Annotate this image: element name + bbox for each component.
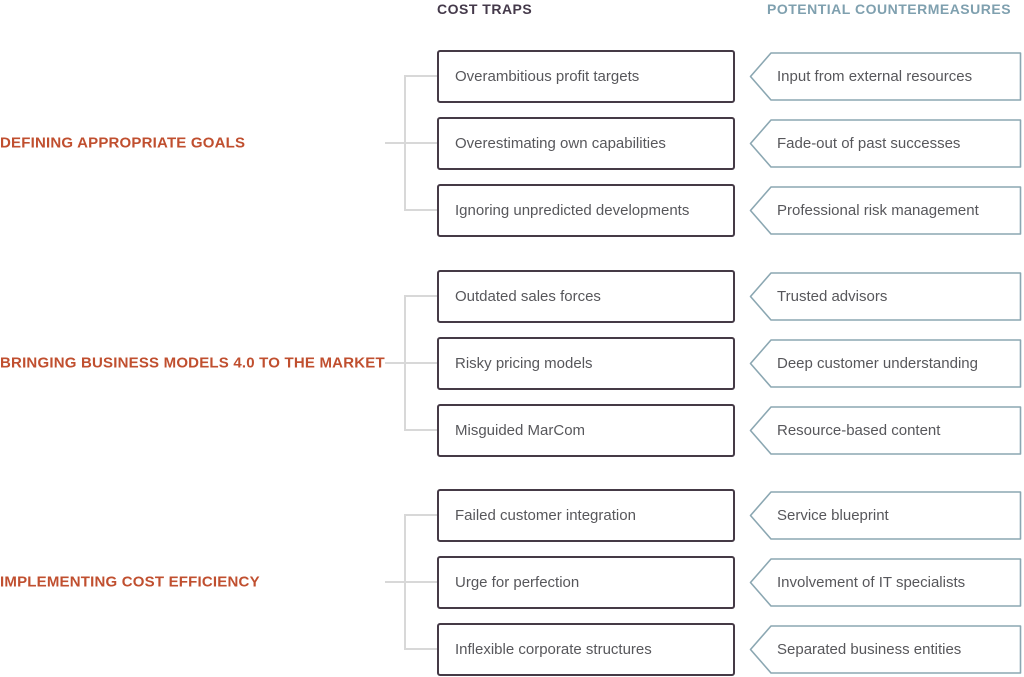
- category-label-implementing-cost-efficiency: IMPLEMENTING COST EFFICIENCY: [0, 573, 260, 591]
- countermeasure-arrow: Professional risk management: [749, 186, 1022, 235]
- column-header-cost-traps: COST TRAPS: [437, 1, 533, 17]
- category-label-defining-appropriate-goals: DEFINING APPROPRIATE GOALS: [0, 134, 246, 152]
- countermeasure-label: Professional risk management: [777, 202, 979, 219]
- column-header-countermeasures: POTENTIAL COUNTERMEASURES: [767, 1, 1012, 17]
- connector-line: [385, 142, 437, 144]
- countermeasure-arrow: Trusted advisors: [749, 272, 1022, 321]
- countermeasure-arrow: Deep customer understanding: [749, 339, 1022, 388]
- left-point-arrow-shape: [749, 186, 1022, 235]
- cost-trap-box: Overestimating own capabilities: [437, 117, 735, 170]
- countermeasure-label: Service blueprint: [777, 507, 889, 524]
- cost-trap-label: Risky pricing models: [455, 355, 593, 372]
- cost-trap-box: Risky pricing models: [437, 337, 735, 390]
- connector-line: [404, 514, 437, 516]
- connector-line: [385, 581, 437, 583]
- countermeasure-label: Input from external resources: [777, 68, 973, 85]
- countermeasure-arrow: Input from external resources: [749, 52, 1022, 101]
- left-point-arrow-shape: [749, 339, 1022, 388]
- left-point-arrow-shape: [749, 625, 1022, 674]
- left-point-arrow-shape: [749, 558, 1022, 607]
- cost-trap-box: Urge for perfection: [437, 556, 735, 609]
- connector-line: [404, 295, 437, 297]
- cost-trap-label: Urge for perfection: [455, 574, 580, 591]
- countermeasure-arrow: Separated business entities: [749, 625, 1022, 674]
- left-point-arrow-shape: [749, 491, 1022, 540]
- countermeasure-arrow: Service blueprint: [749, 491, 1022, 540]
- cost-trap-label: Failed customer integration: [455, 507, 636, 524]
- countermeasure-label: Separated business entities: [777, 641, 962, 658]
- left-point-arrow-shape: [749, 52, 1022, 101]
- countermeasure-label: Trusted advisors: [777, 288, 888, 305]
- countermeasure-label: Deep customer understanding: [777, 355, 978, 372]
- connector-line: [404, 75, 406, 211]
- cost-trap-box: Ignoring unpredicted developments: [437, 184, 735, 237]
- countermeasure-label: Fade-out of past successes: [777, 135, 961, 152]
- countermeasure-arrow: Involvement of IT specialists: [749, 558, 1022, 607]
- connector-line: [404, 75, 437, 77]
- cost-trap-box: Inflexible corporate structures: [437, 623, 735, 676]
- cost-trap-label: Outdated sales forces: [455, 288, 601, 305]
- left-point-arrow-shape: [749, 406, 1022, 455]
- cost-trap-label: Ignoring unpredicted developments: [455, 202, 690, 219]
- left-point-arrow-shape: [749, 272, 1022, 321]
- connector-line: [404, 295, 406, 431]
- cost-trap-box: Misguided MarCom: [437, 404, 735, 457]
- connector-line: [404, 209, 437, 211]
- cost-trap-label: Overambitious profit targets: [455, 68, 640, 85]
- left-point-arrow-shape: [749, 119, 1022, 168]
- connector-line: [404, 429, 437, 431]
- cost-trap-label: Inflexible corporate structures: [455, 641, 652, 658]
- countermeasure-arrow: Resource-based content: [749, 406, 1022, 455]
- connector-line: [404, 514, 406, 650]
- cost-trap-box: Overambitious profit targets: [437, 50, 735, 103]
- cost-trap-box: Failed customer integration: [437, 489, 735, 542]
- connector-line: [385, 362, 437, 364]
- countermeasure-arrow: Fade-out of past successes: [749, 119, 1022, 168]
- category-label-bringing-business-models: BRINGING BUSINESS MODELS 4.0 TO THE MARK…: [0, 354, 385, 372]
- cost-trap-label: Overestimating own capabilities: [455, 135, 666, 152]
- connector-line: [404, 648, 437, 650]
- cost-trap-label: Misguided MarCom: [455, 422, 586, 439]
- countermeasure-label: Resource-based content: [777, 422, 941, 439]
- cost-trap-box: Outdated sales forces: [437, 270, 735, 323]
- countermeasure-label: Involvement of IT specialists: [777, 574, 966, 591]
